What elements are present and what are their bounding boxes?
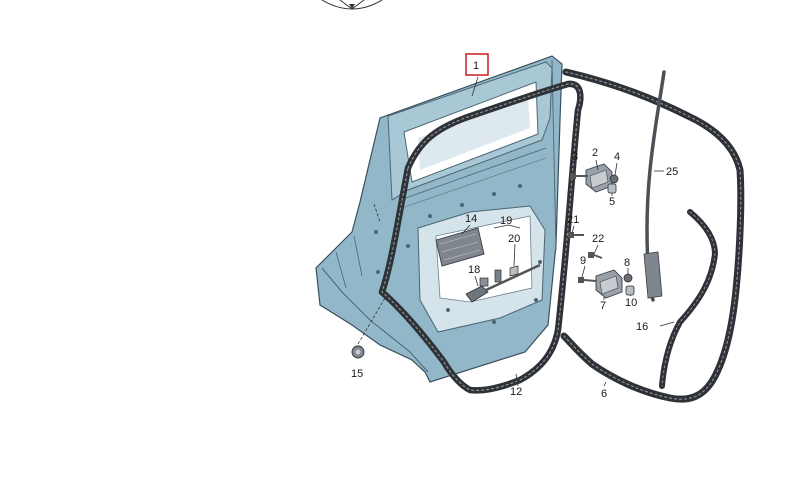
callout-19: 19 [500,215,512,227]
callout-3: 3 [572,151,578,163]
callout-7: 7 [600,300,606,312]
callout-6: 6 [601,388,607,400]
callout-5: 5 [609,196,615,208]
callout-18: 18 [468,264,480,276]
callout-21: 21 [567,214,579,226]
callout-20: 20 [508,233,520,245]
callout-2: 2 [592,147,598,159]
clip-20 [509,265,519,277]
bolt-21 [568,232,584,238]
leader-lines [357,76,675,387]
cap-5 [607,183,617,194]
callout-9: 9 [580,255,586,267]
seal-strip-16 [659,209,718,389]
compass-logo-fragment [321,0,383,10]
door-seal-12 [378,80,584,394]
rear-door-shell [315,55,563,383]
callout-4: 4 [614,151,620,163]
callout-15: 15 [351,368,363,380]
callout-22: 22 [592,233,604,245]
grommet-15 [351,345,365,359]
nut-4 [609,174,619,184]
door-check-18 [465,263,541,303]
nut-8 [623,273,633,283]
bolt-3 [570,173,588,179]
window-channel-25 [643,70,666,302]
callout-14: 14 [465,213,477,225]
callout-16: 16 [636,321,648,333]
callout-12: 12 [510,386,522,398]
callout-10: 10 [625,297,637,309]
bolt-9 [578,277,597,283]
callout-8: 8 [624,257,630,269]
upper-hinge-2 [585,163,613,193]
outer-seal-6 [560,68,745,403]
damping-pad-14 [435,227,485,267]
callout-1-highlight-box [465,53,489,76]
screw-19 [494,269,502,283]
lower-hinge-7 [595,269,623,299]
cap-10 [625,285,635,296]
callout-labels: 1 2 3 4 5 6 7 8 9 10 12 14 15 16 18 19 2… [351,53,678,400]
callout-1: 1 [473,60,479,72]
callout-25: 25 [666,166,678,178]
bolt-22 [588,252,603,259]
